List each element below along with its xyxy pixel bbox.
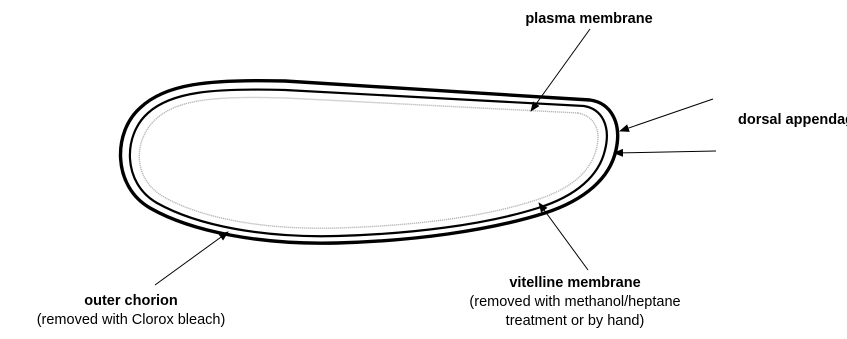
plasma-membrane-shape	[139, 97, 598, 228]
vitelline-membrane-label: vitelline membrane	[509, 275, 640, 291]
plasma-membrane-label: plasma membrane	[525, 11, 652, 27]
vitelline-membrane-pointer	[539, 203, 588, 270]
dorsal-appendage-pointer-upper	[620, 99, 713, 131]
dorsal-appendage-pointer-lower	[614, 151, 716, 153]
outer-chorion-note: (removed with Clorox bleach)	[37, 312, 226, 328]
outer-chorion-label: outer chorion	[84, 293, 177, 309]
vitelline-membrane-note-line2: treatment or by hand)	[506, 313, 645, 329]
outer-chorion-pointer	[155, 232, 228, 285]
dorsal-appendage-label: dorsal appendage	[738, 112, 847, 128]
vitelline-membrane-note-line1: (removed with methanol/heptane	[469, 294, 680, 310]
